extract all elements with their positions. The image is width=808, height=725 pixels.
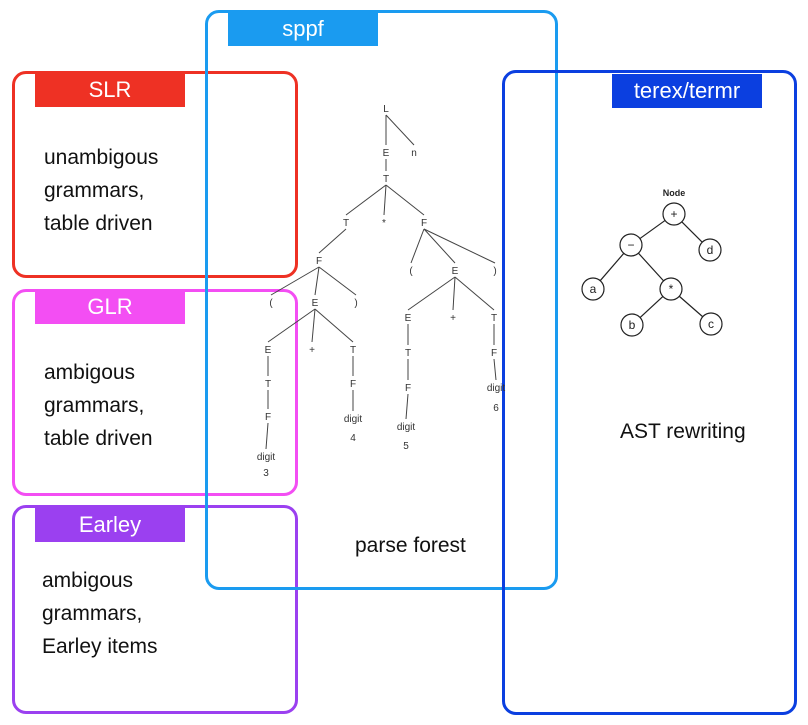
slr-line-1: unambigous: [44, 146, 159, 169]
terex-caption: AST rewriting: [620, 420, 746, 443]
glr-line-2: grammars,: [44, 394, 145, 417]
sppf-label: sppf: [228, 12, 378, 46]
slr-box: [12, 71, 298, 278]
earley-line-2: grammars,: [42, 602, 143, 625]
earley-line-3: Earley items: [42, 635, 158, 658]
slr-label: SLR: [35, 73, 185, 107]
sppf-caption: parse forest: [355, 534, 466, 557]
glr-line-3: table driven: [44, 427, 153, 450]
earley-line-1: ambigous: [42, 569, 134, 592]
glr-label: GLR: [35, 290, 185, 324]
slr-line-2: grammars,: [44, 179, 145, 202]
earley-label: Earley: [35, 508, 185, 542]
terex-label: terex/termr: [612, 74, 762, 108]
glr-line-1: ambigous: [44, 361, 136, 384]
slr-description: unambigous grammars, table driven: [44, 141, 158, 240]
earley-box: [12, 505, 298, 714]
slr-line-3: table driven: [44, 212, 153, 235]
terex-box: [502, 70, 797, 715]
sppf-box: [205, 10, 558, 590]
glr-description: ambigous grammars, table driven: [44, 356, 153, 455]
earley-description: ambigous grammars, Earley items: [42, 564, 158, 663]
